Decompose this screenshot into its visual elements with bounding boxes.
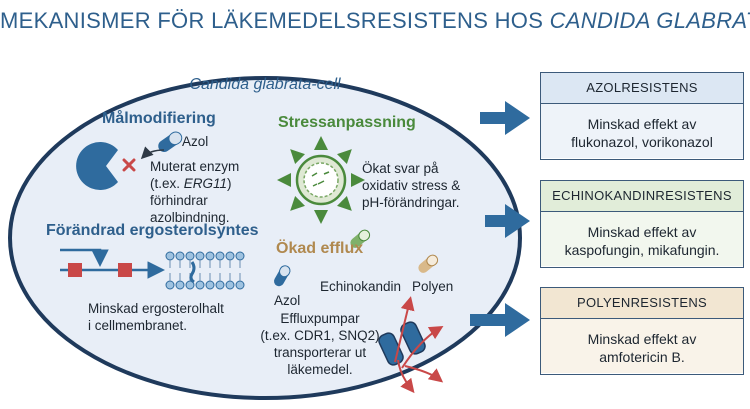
echinocandin-label: Echinokandin (320, 279, 402, 294)
target-mod-heading: Målmodifiering (102, 110, 216, 127)
ergosterol-heading: Förändrad ergosterolsyntes (46, 222, 259, 239)
echinocandin-resistance-header: ECHINOKANDINRESISTENS (541, 181, 743, 212)
arrow-to-echinocandin (485, 204, 530, 238)
efflux-heading: Ökad efflux (276, 240, 364, 257)
azol-label: Azol (182, 134, 209, 149)
ergosterol-desc: Minskad ergosterolhalt i cellmembranet. (88, 301, 224, 333)
mutation-x-icon (122, 158, 136, 172)
azol-bind-arrow (140, 146, 165, 160)
azol-capsule-icon (158, 131, 183, 153)
arrow-to-polyene (470, 303, 530, 337)
stress-desc: Ökat svar på oxidativ stress & pH-föränd… (362, 161, 461, 210)
enzyme-icon (76, 142, 118, 190)
echinocandin-capsule-icon (350, 229, 371, 248)
azol-efflux-capsule-icon (274, 265, 291, 287)
polyene-label: Polyen (412, 279, 454, 294)
cell-membrane (8, 76, 522, 400)
stress-arrows (277, 136, 365, 224)
azol-resistance-header: AZOLRESISTENS (541, 73, 743, 104)
stress-cell-icon (295, 154, 347, 206)
ergosterol-pathway (60, 248, 165, 279)
membrane-bilayer-icon (165, 251, 245, 290)
polyene-capsule-icon (418, 254, 439, 273)
efflux-desc: Effluxpumpar (t.ex. CDR1, SNQ2) transpor… (260, 311, 380, 377)
efflux-azol-label: Azol (274, 293, 301, 308)
page-title: MEKANISMER FÖR LÄKEMEDELSRESISTENS HOS C… (0, 8, 750, 33)
arrow-to-azol (480, 101, 530, 135)
cell-label: Candida glabrata-cell (189, 76, 341, 93)
polyene-resistance-header: POLYENRESISTENS (541, 288, 743, 319)
stress-heading: Stressanpassning (278, 114, 416, 131)
target-mod-desc: Muterat enzym (t.ex. ERG11) förhindrar a… (150, 159, 240, 225)
efflux-arrows (394, 296, 444, 394)
